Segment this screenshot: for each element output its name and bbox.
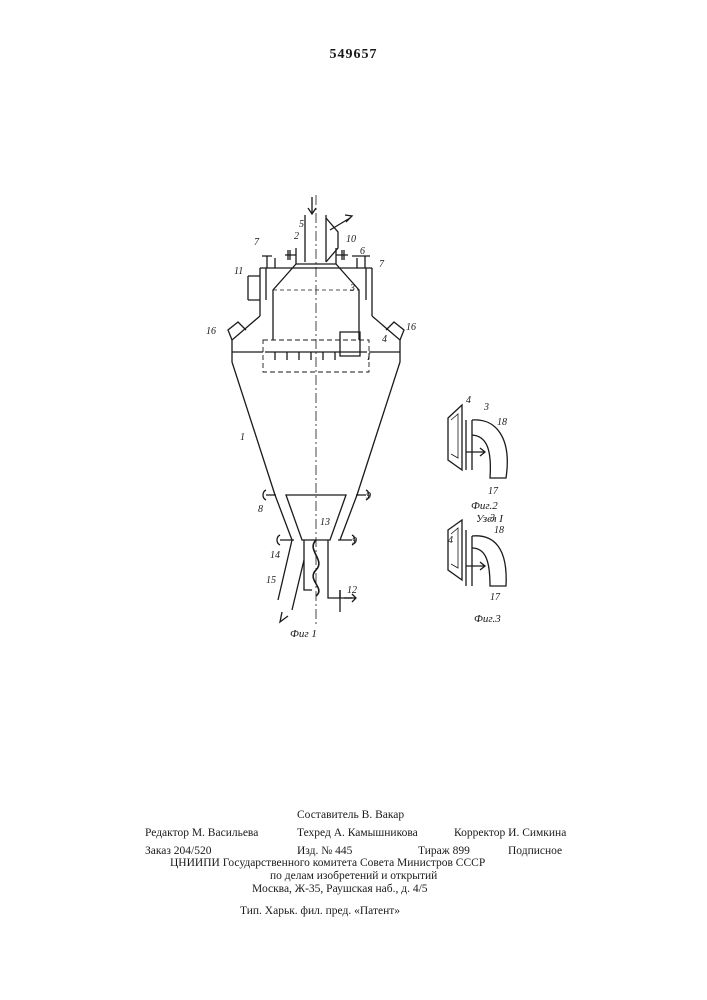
- footer-corrector: Корректор И. Симкина: [454, 827, 566, 839]
- label-part-9-upper: 9: [366, 491, 371, 502]
- label-fig2-part-18: 18: [497, 417, 507, 428]
- footer-techred: Техред А. Камышникова: [297, 827, 418, 839]
- footer-editor: Редактор М. Васильева: [145, 827, 258, 839]
- label-part-5: 5: [299, 219, 304, 230]
- label-part-1: 1: [240, 432, 245, 443]
- footer-compiler: Составитель В. Вакар: [297, 809, 404, 821]
- label-part-11: 11: [234, 266, 243, 277]
- label-part-2: 2: [294, 231, 299, 242]
- label-part-13: 13: [320, 517, 330, 528]
- footer-org-line1: ЦНИИПИ Государственного комитета Совета …: [170, 857, 485, 869]
- label-part-3: 3: [349, 283, 355, 294]
- footer-org-line3: Москва, Ж-35, Раушская наб., д. 4/5: [252, 883, 428, 895]
- label-part-6: 6: [360, 246, 365, 257]
- footer-subscription: Подписное: [508, 845, 562, 857]
- label-part-14: 14: [270, 550, 280, 561]
- label-part-16-left: 16: [206, 326, 216, 337]
- caption-fig1: Фиг 1: [290, 628, 317, 640]
- label-part-16-right: 16: [406, 322, 416, 333]
- footer-edition: Изд. № 445: [297, 845, 352, 857]
- caption-fig2: Фиг.2: [471, 500, 498, 512]
- label-part-7-left: 7: [254, 237, 260, 248]
- label-fig2-part-3: 3: [483, 402, 489, 413]
- label-part-15: 15: [266, 575, 276, 586]
- label-fig3-part-17: 17: [490, 592, 501, 603]
- caption-fig3: Фиг.3: [474, 613, 501, 625]
- label-part-10: 10: [346, 234, 356, 245]
- footer-circulation: Тираж 899: [418, 845, 470, 857]
- label-part-8: 8: [258, 504, 263, 515]
- label-part-12: 12: [347, 585, 357, 596]
- label-part-4: 4: [382, 334, 387, 345]
- label-fig2-part-17: 17: [488, 486, 499, 497]
- label-part-7-right: 7: [379, 259, 385, 270]
- label-fig2-part-4: 4: [466, 395, 471, 406]
- caption-detail-node: Узел I: [476, 513, 504, 525]
- label-part-9-lower: 9: [352, 536, 357, 547]
- footer-order: Заказ 204/520: [145, 845, 212, 857]
- label-detail-mark: I: [366, 352, 371, 363]
- label-fig3-part-18: 18: [494, 525, 504, 536]
- label-fig3-part-4: 4: [448, 535, 453, 546]
- footer-org-line2: по делам изобретений и открытий: [270, 870, 437, 882]
- footer-printer: Тип. Харьк. фил. пред. «Патент»: [240, 905, 400, 917]
